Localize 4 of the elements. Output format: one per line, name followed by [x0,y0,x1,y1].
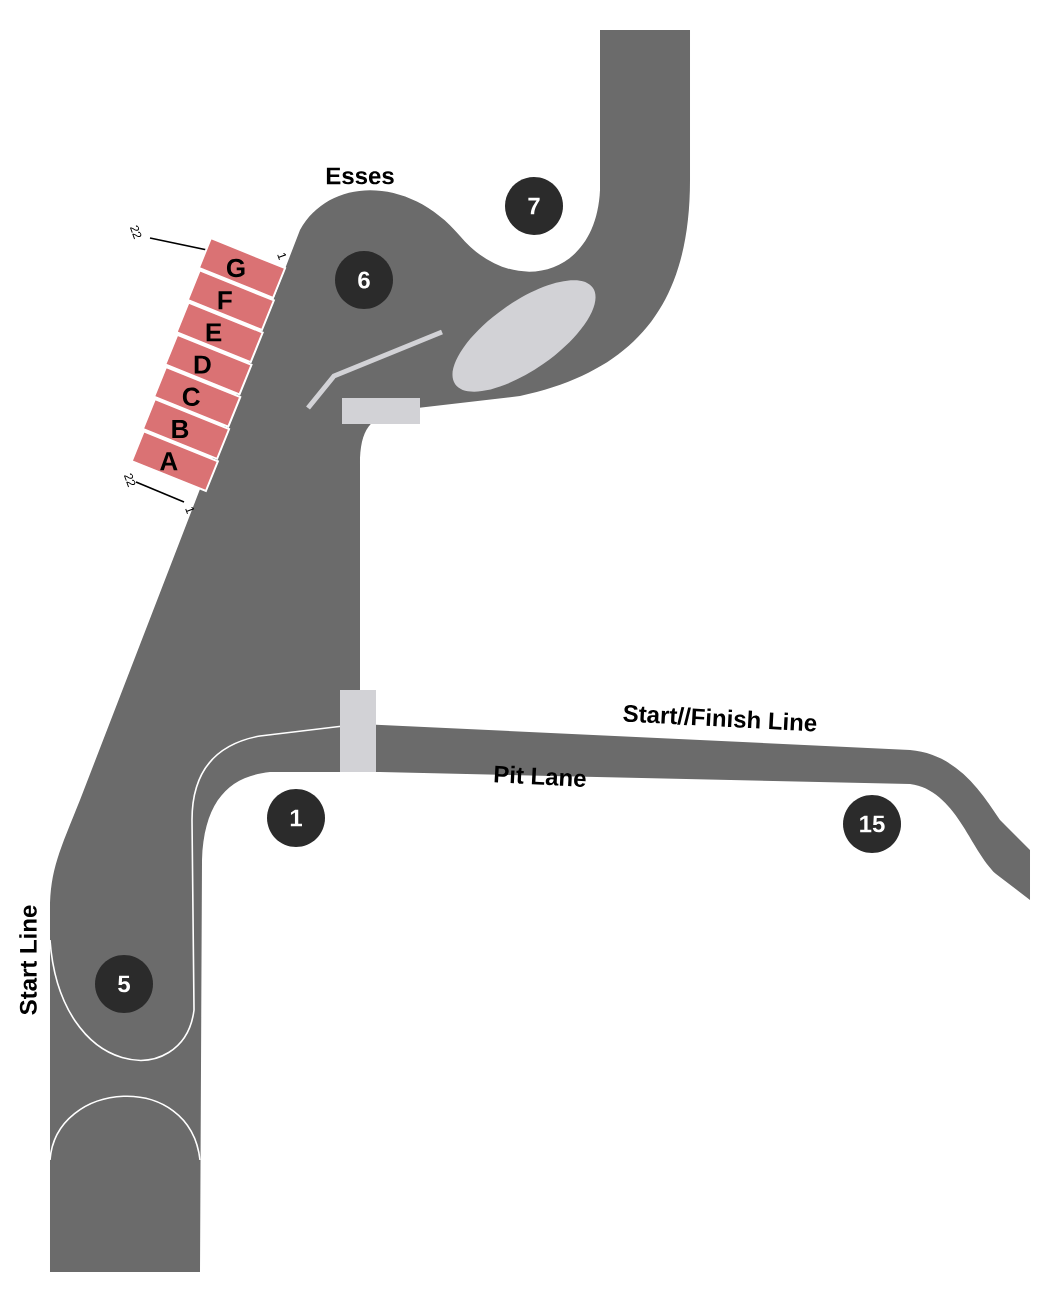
corner-name: Esses [326,167,394,185]
track-label: Start//Finish Line [623,705,817,732]
track-label: Start Line [19,905,37,1015]
track-label: Pit Lane [494,765,586,787]
